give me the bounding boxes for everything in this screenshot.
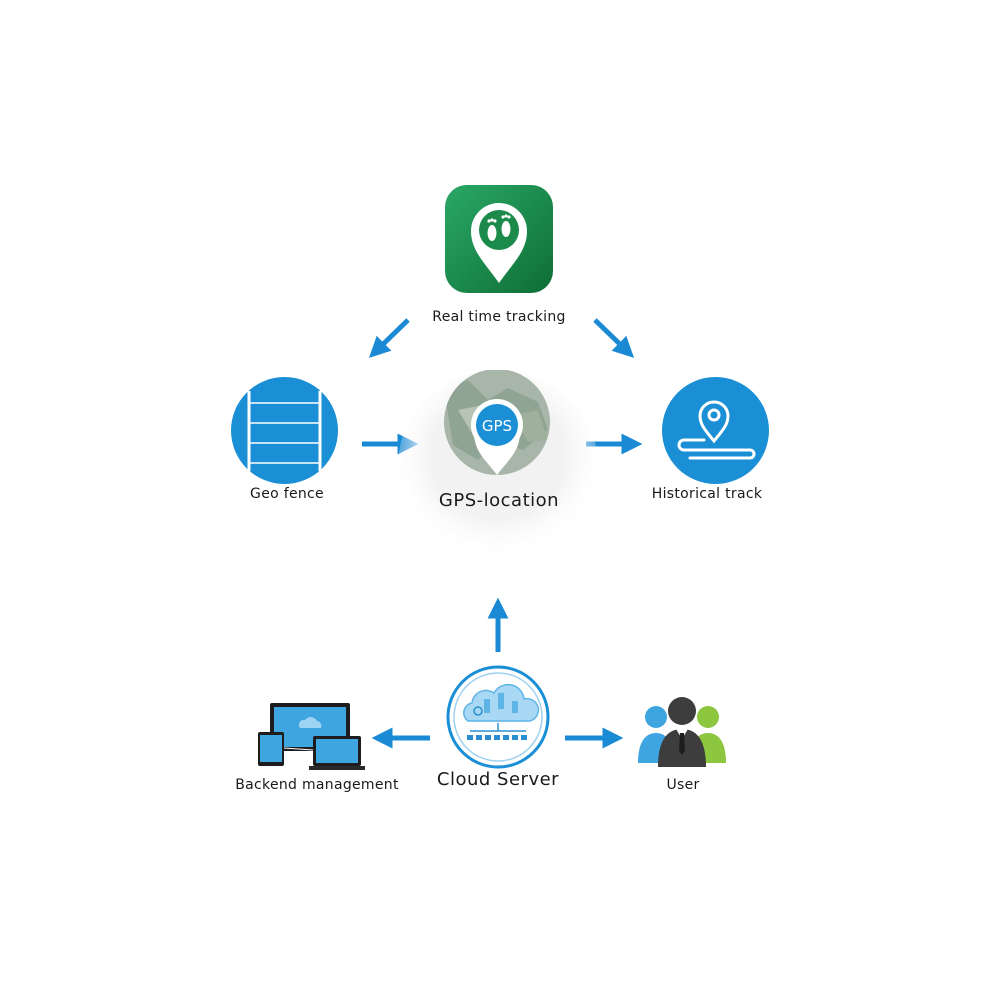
gps-badge-text: GPS	[482, 417, 512, 435]
backend-management-node	[255, 700, 365, 775]
backend-management-label: Backend management	[235, 777, 399, 793]
gps-pin-icon: GPS	[398, 370, 598, 560]
route-pin-icon	[662, 377, 769, 484]
footprint-location-pin-icon	[445, 185, 553, 293]
realtime-tracking-label: Real time tracking	[432, 309, 566, 325]
realtime-tracking-node	[445, 185, 553, 293]
arrow-realtime-to-historical	[593, 318, 635, 358]
devices-icon	[258, 703, 365, 770]
gps-location-label: GPS-location	[438, 490, 560, 511]
cloud-server-label: Cloud Server	[436, 769, 560, 790]
historical-track-node	[662, 377, 769, 484]
geo-fence-grid-icon	[231, 377, 338, 484]
user-node	[636, 695, 728, 770]
user-label: User	[666, 777, 700, 793]
gps-location-node: GPS	[398, 370, 598, 560]
cloud-server-icon	[446, 665, 550, 769]
arrow-realtime-to-geofence	[368, 318, 410, 358]
geo-fence-node	[231, 377, 338, 484]
historical-track-label: Historical track	[651, 486, 763, 502]
geo-fence-label: Geo fence	[250, 486, 324, 502]
users-group-icon	[638, 697, 726, 767]
cloud-server-node	[446, 665, 550, 769]
